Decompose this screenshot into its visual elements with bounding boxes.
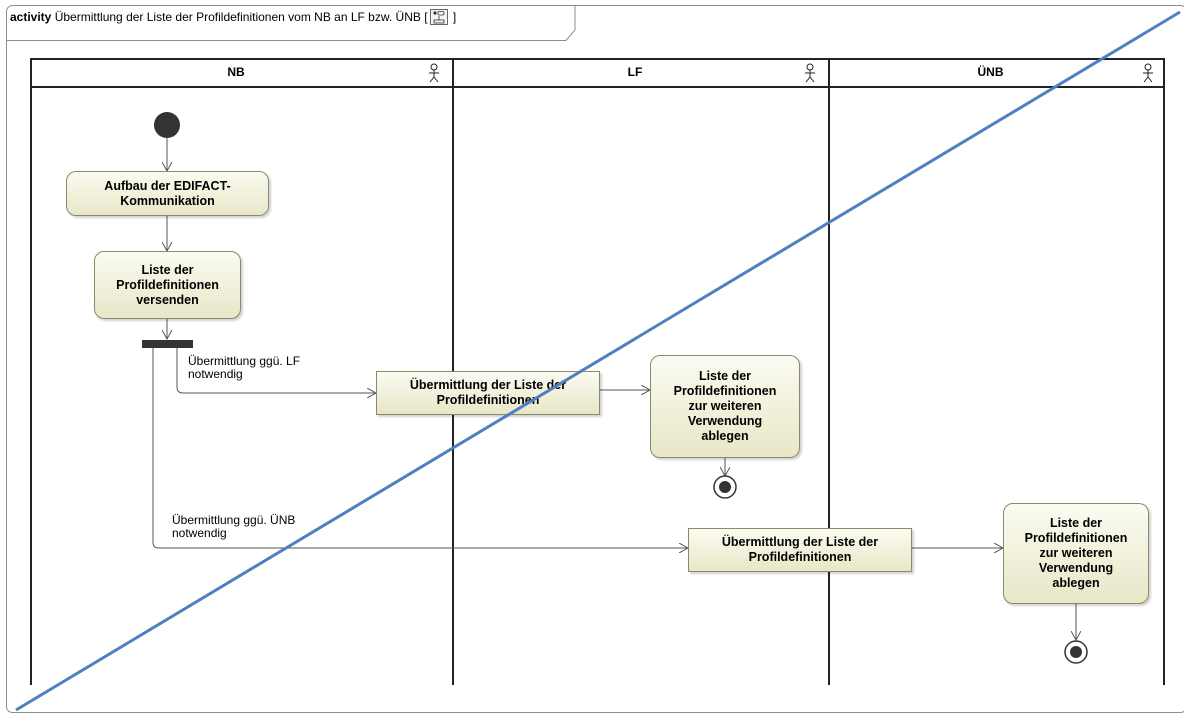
action-label: Liste der Profildefinitionen zur weitere…: [673, 369, 777, 443]
activity-diagram-icon: [429, 9, 448, 25]
final-node: [713, 475, 737, 499]
lane-title-lf: LF: [627, 65, 643, 79]
activity-frame: [6, 5, 1184, 713]
frame-title: activity Übermittlung der Liste der Prof…: [10, 9, 456, 25]
action-label: Liste der Profildefinitionen versenden: [116, 262, 219, 307]
action-transmit-list-lf[interactable]: Übermittlung der Liste der Profildefinit…: [376, 371, 600, 415]
frame-keyword: activity: [10, 10, 52, 24]
action-label: Übermittlung der Liste der Profildefinit…: [721, 535, 879, 564]
lane-title-unb: ÜNB: [977, 65, 1004, 79]
guard-label-unb: Übermittlung ggü. ÜNB notwendig: [172, 513, 296, 540]
fork-bar: [142, 340, 193, 348]
lane-title-nb: NB: [227, 65, 245, 79]
action-label: Liste der Profildefinitionen zur weitere…: [1024, 516, 1128, 590]
action-transmit-list-unb[interactable]: Übermittlung der Liste der Profildefinit…: [688, 528, 912, 572]
action-build-edifact-communication[interactable]: Aufbau der EDIFACT- Kommunikation: [66, 171, 269, 216]
frame-title-text: Übermittlung der Liste der Profildefinit…: [54, 10, 421, 24]
final-node: [1064, 640, 1088, 664]
action-store-list-unb[interactable]: Liste der Profildefinitionen zur weitere…: [1003, 503, 1149, 604]
guard-label-lf: Übermittlung ggü. LF notwendig: [188, 354, 301, 381]
action-send-profile-definitions[interactable]: Liste der Profildefinitionen versenden: [94, 251, 241, 319]
action-label: Aufbau der EDIFACT- Kommunikation: [104, 178, 231, 208]
action-store-list-lf[interactable]: Liste der Profildefinitionen zur weitere…: [650, 355, 800, 458]
initial-node: [154, 112, 180, 138]
frame-bracket-close: ]: [452, 10, 457, 24]
frame-bracket-open: [: [424, 10, 428, 24]
action-label: Übermittlung der Liste der Profildefinit…: [409, 378, 567, 407]
